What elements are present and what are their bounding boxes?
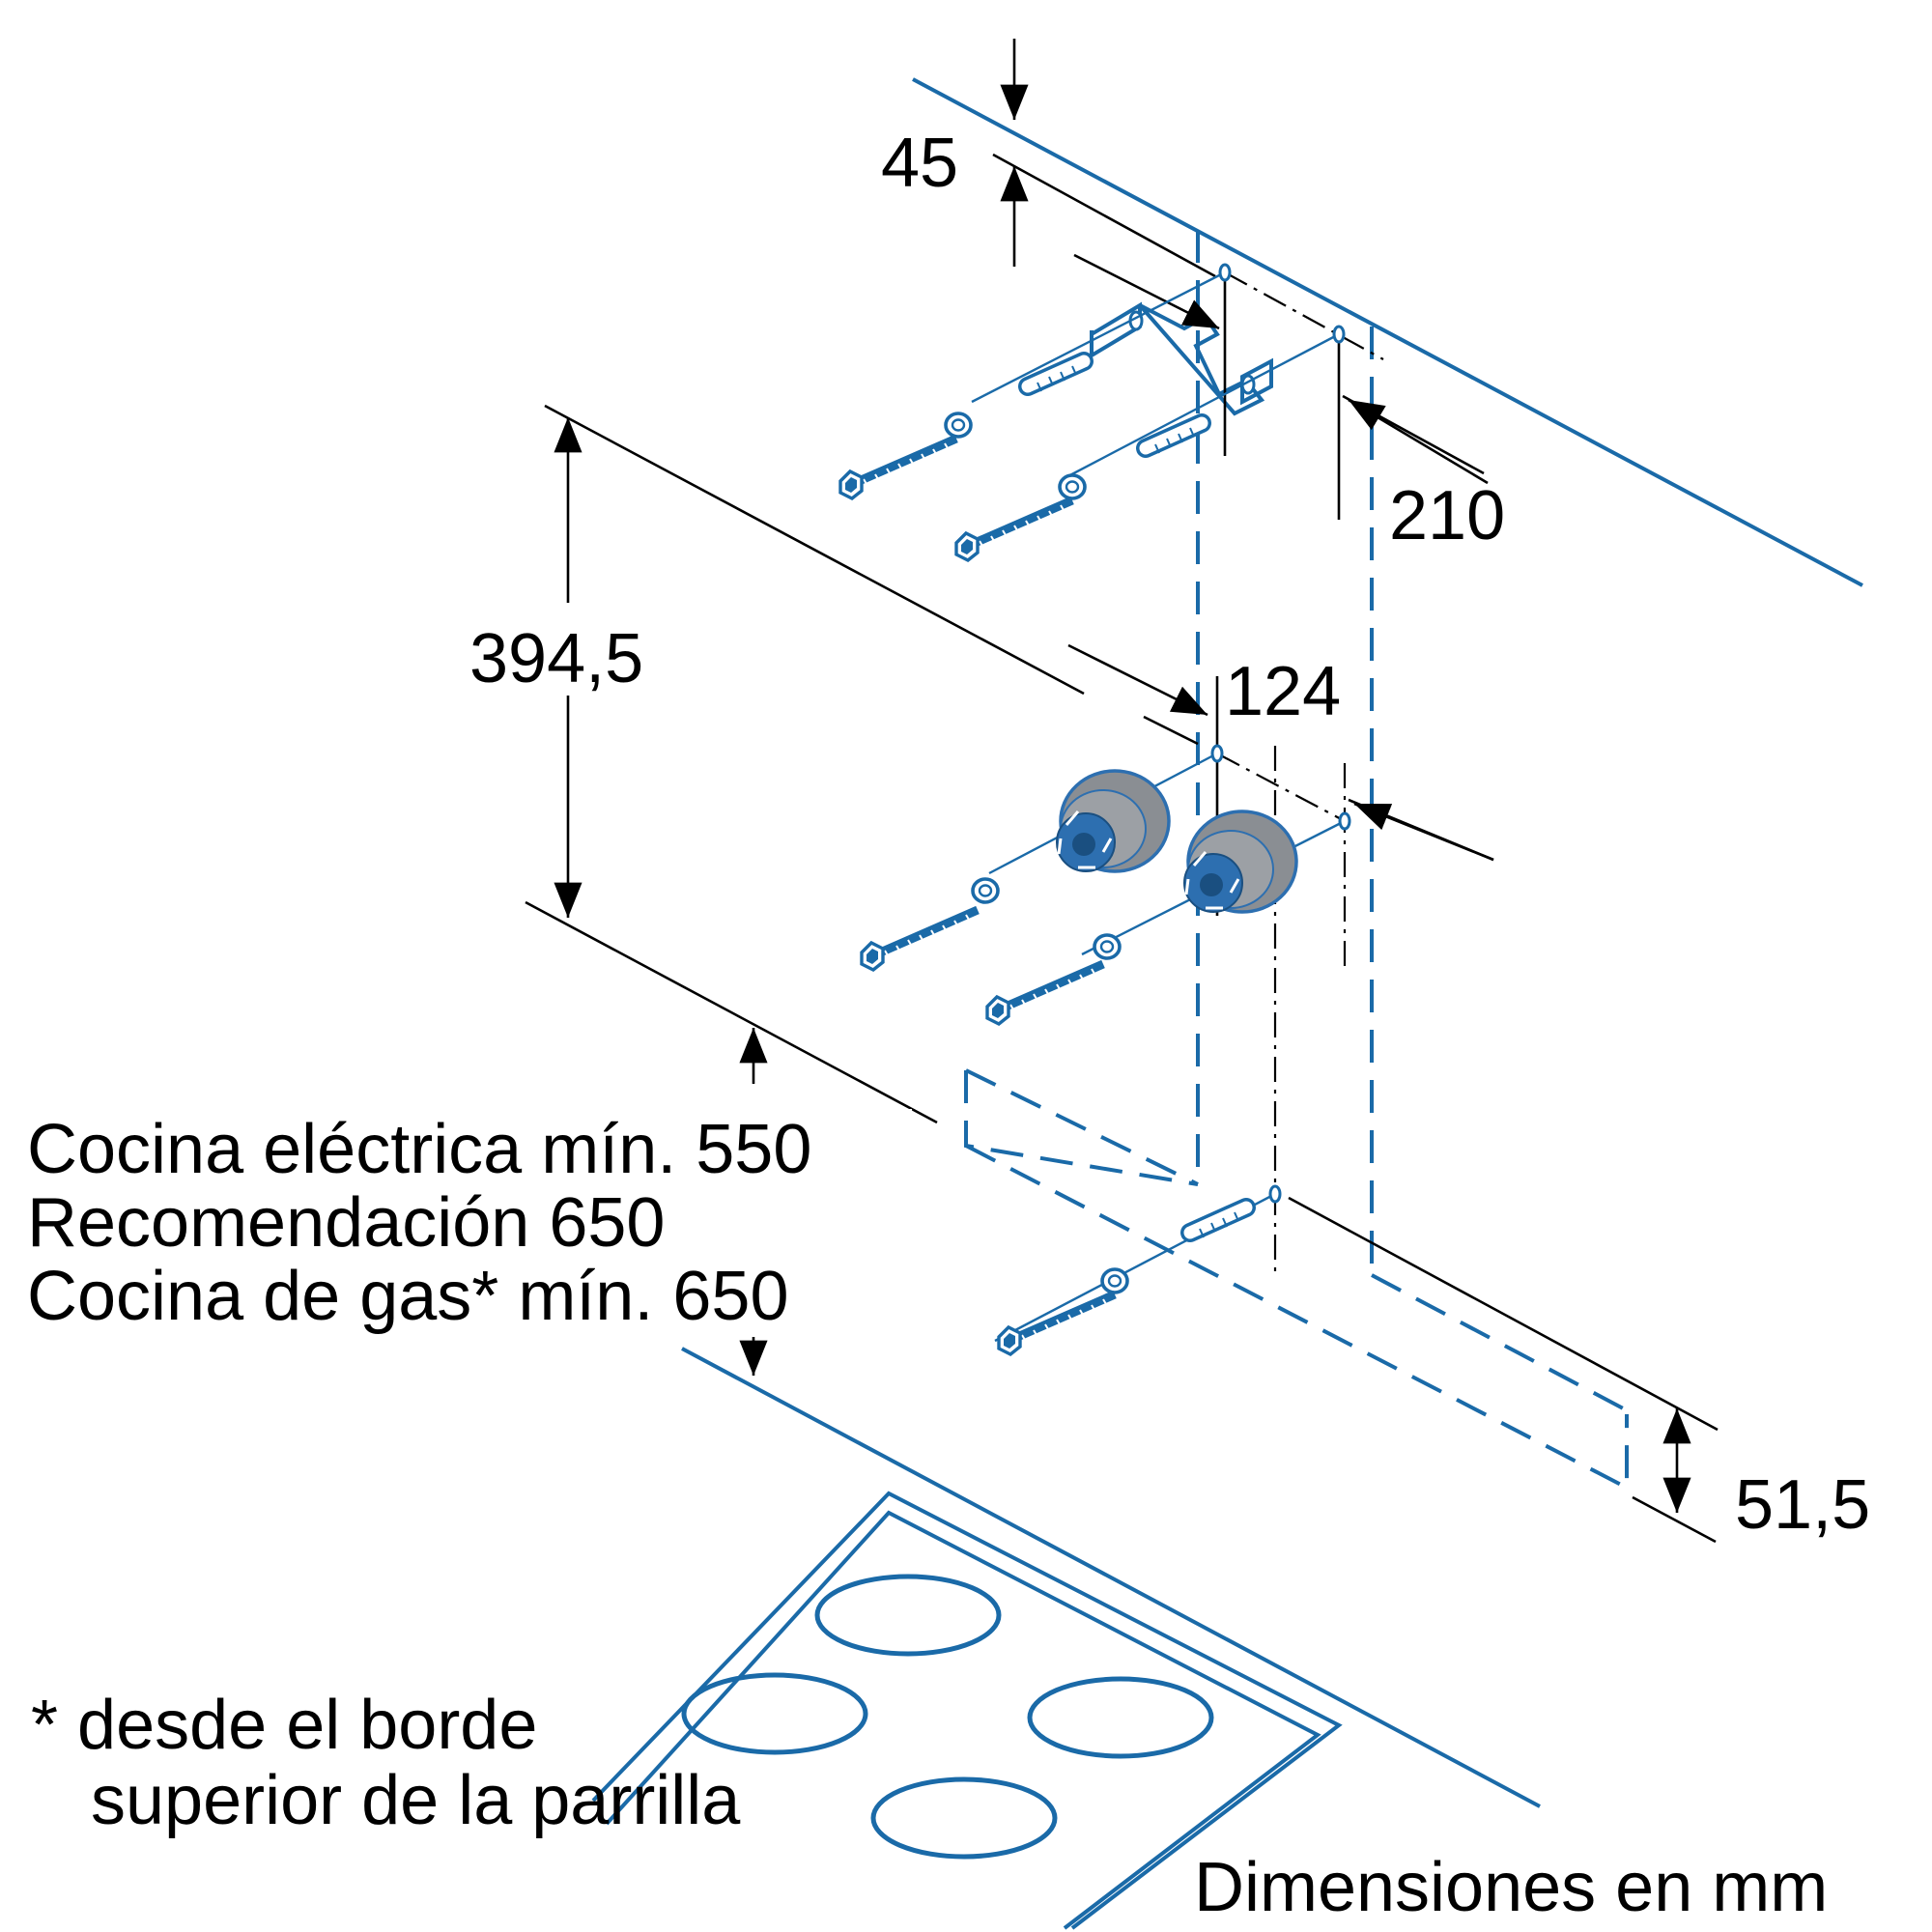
bracket-icon xyxy=(1090,301,1273,416)
dimension-45: 45 xyxy=(881,39,1216,278)
note-recommendation: Recomendación 650 xyxy=(27,1184,665,1262)
dimension-124: 124 xyxy=(1067,643,1494,1277)
chimney-lower-top xyxy=(965,1068,1199,1186)
dim-394-label: 394,5 xyxy=(469,620,643,697)
upper-fixings xyxy=(840,263,1346,560)
washer-icon xyxy=(1093,933,1122,960)
hob-reference-line xyxy=(681,1347,1541,1808)
dim-210-label: 210 xyxy=(1389,477,1505,554)
washer-icon xyxy=(1058,473,1087,500)
screw-icon xyxy=(987,964,1103,1024)
spacer-knob-icon xyxy=(1182,810,1298,914)
footnote: * desde el borde superior de la parrilla xyxy=(31,1687,741,1839)
screw-icon xyxy=(999,1294,1115,1354)
screw-icon xyxy=(840,439,956,498)
dim-124-label: 124 xyxy=(1225,653,1341,730)
washer-icon xyxy=(971,877,1000,904)
spacer-knob-icon xyxy=(1055,769,1171,873)
footnote-line2: superior de la parrilla xyxy=(91,1762,741,1839)
hob-icon xyxy=(591,1491,1343,1930)
dim-45-label: 45 xyxy=(881,125,958,202)
screw-icon xyxy=(862,910,978,970)
footnote-line1: * desde el borde xyxy=(31,1687,537,1764)
clearance-notes: Cocina eléctrica mín. 550 Recomendación … xyxy=(23,1109,912,1337)
note-gas: Cocina de gas* mín. 650 xyxy=(27,1258,788,1335)
screw-icon xyxy=(956,500,1072,560)
dimension-51: 51,5 xyxy=(1288,1196,1870,1544)
ceiling-edge-line xyxy=(912,77,1863,587)
wall-plug-icon xyxy=(1028,361,1084,391)
middle-fixings xyxy=(862,744,1351,1024)
dimension-210: 210 xyxy=(1073,253,1505,554)
note-electric: Cocina eléctrica mín. 550 xyxy=(27,1111,811,1188)
chimney-bottom-right xyxy=(1371,1273,1628,1412)
wall-plug-icon xyxy=(1190,1208,1246,1237)
lower-fixing xyxy=(994,1184,1282,1354)
dim-51-label: 51,5 xyxy=(1735,1466,1870,1544)
wall-plug-icon xyxy=(1146,423,1202,453)
washer-icon xyxy=(944,412,973,439)
washer-icon xyxy=(1100,1267,1129,1294)
units-caption: Dimensiones en mm xyxy=(1194,1849,1828,1926)
dimension-394: 394,5 xyxy=(469,404,1085,1124)
